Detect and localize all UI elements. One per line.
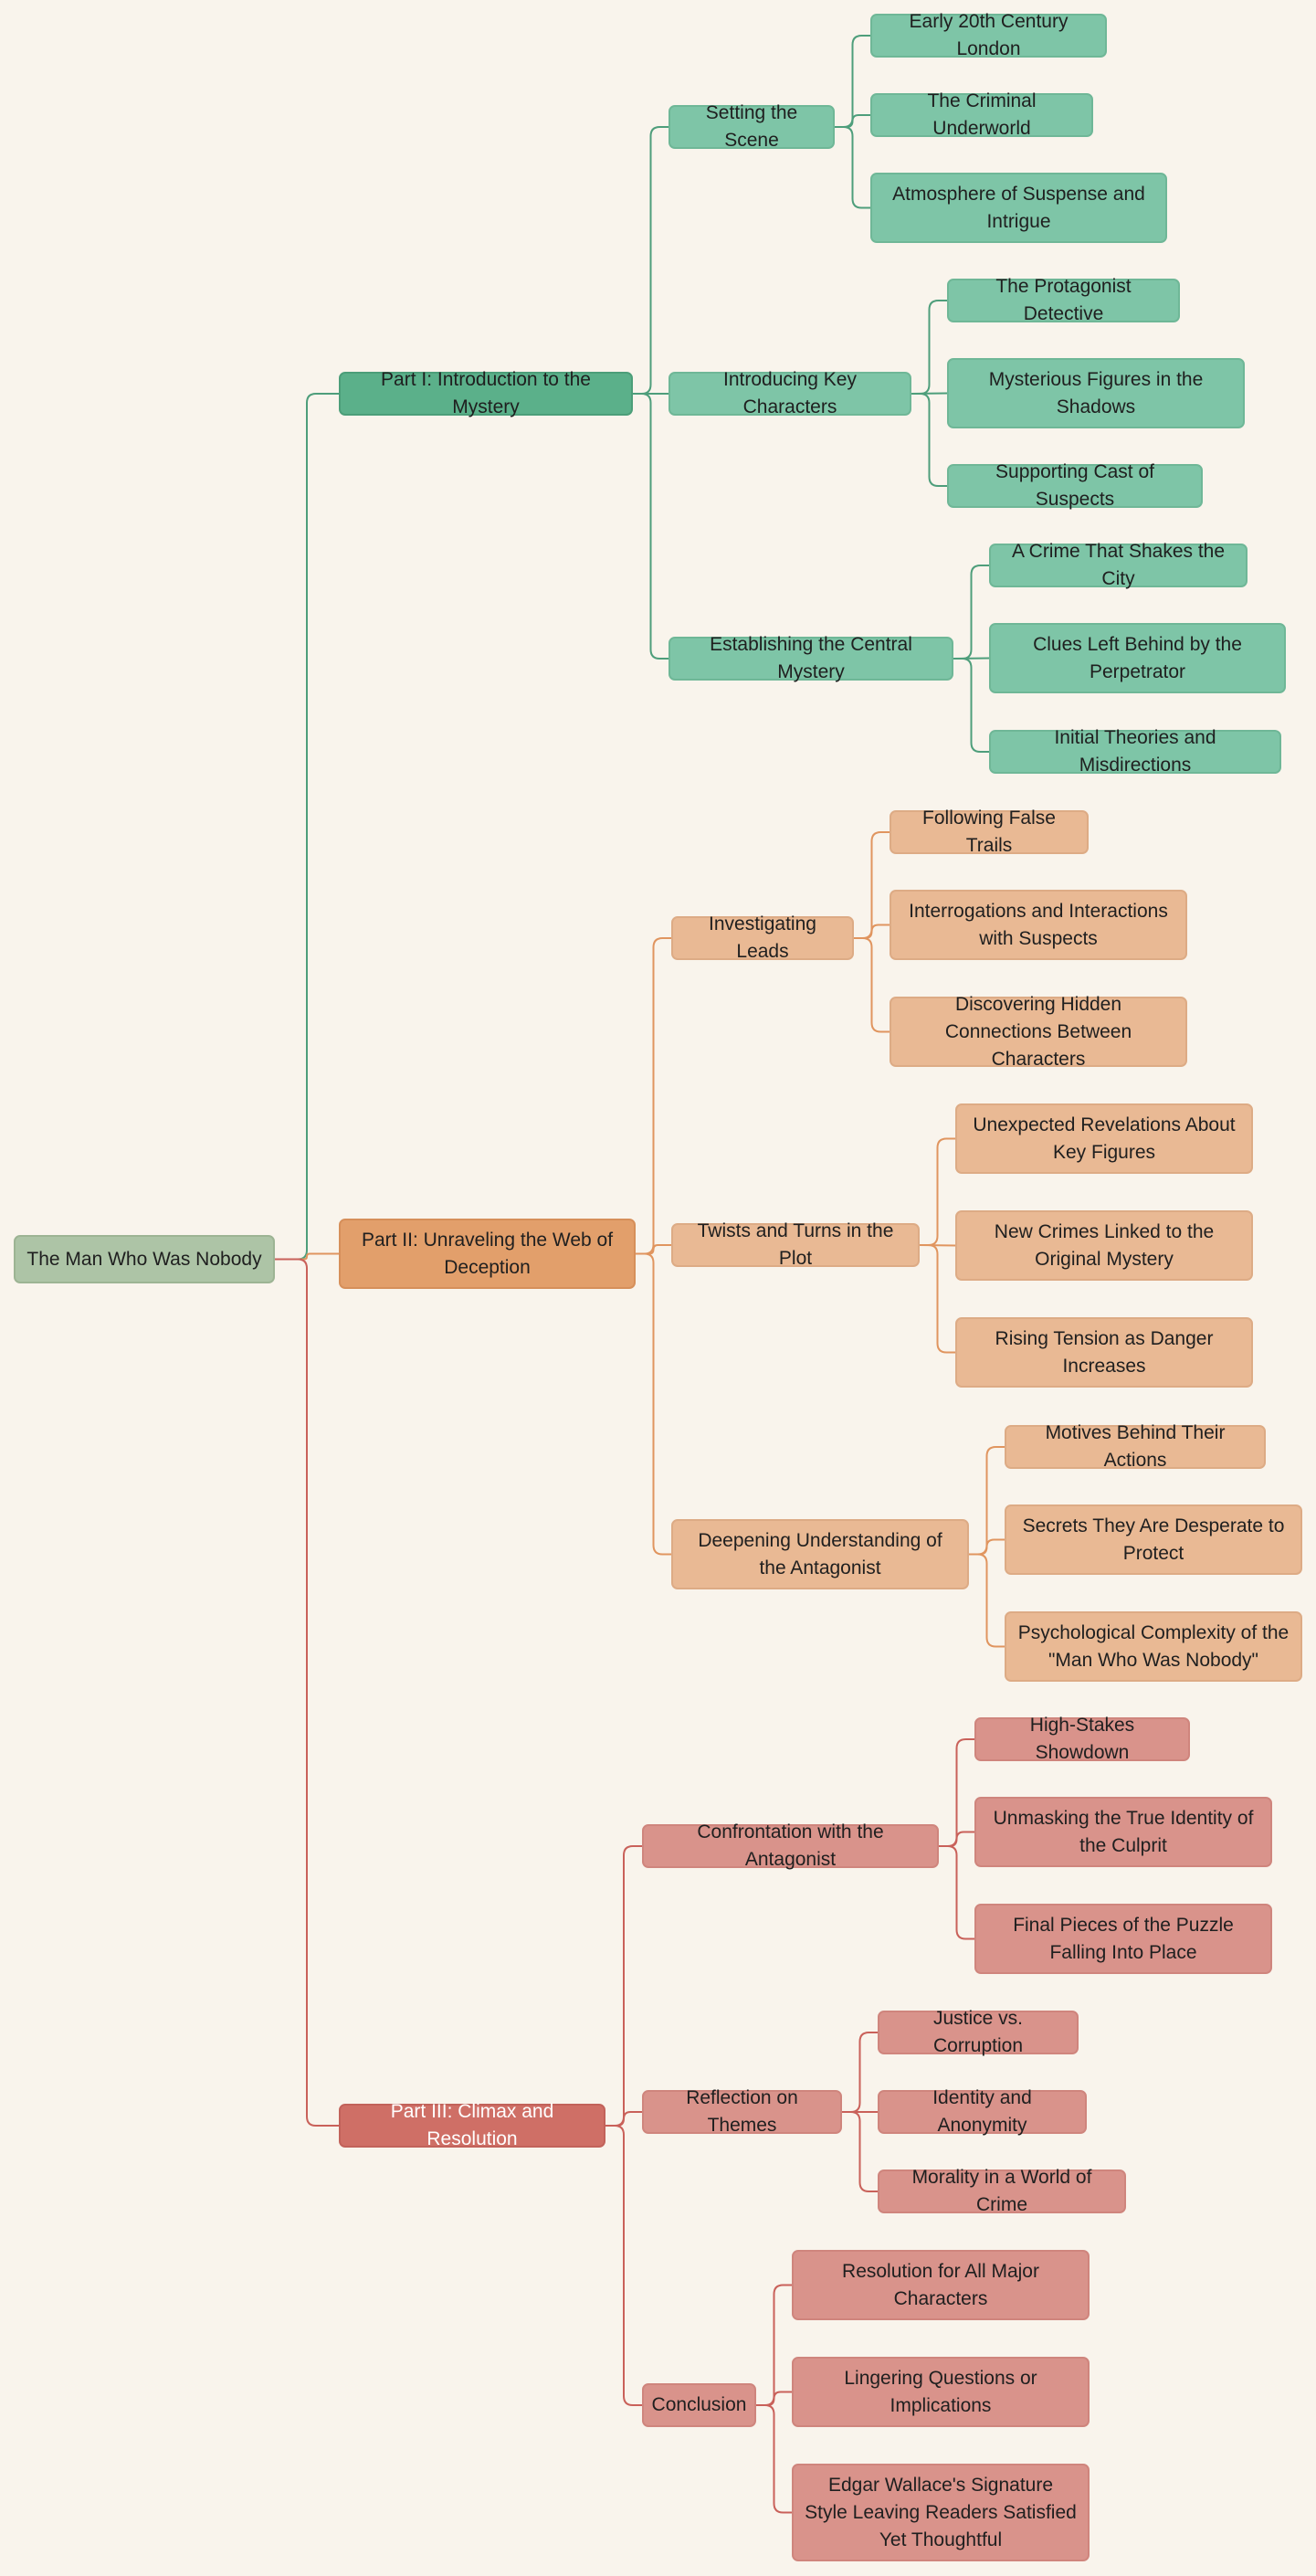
connector-root-part-1 bbox=[275, 1252, 339, 1261]
connector-section-1-2-topic-0 bbox=[969, 1446, 1005, 1556]
connector-section-1-2-topic-2 bbox=[969, 1553, 1005, 1648]
connector-part-1-section-0 bbox=[636, 937, 671, 1255]
connector-section-2-2-topic-2 bbox=[756, 2404, 792, 2514]
connector-root-part-2 bbox=[275, 1258, 339, 2127]
topic-node-motives[interactable]: Motives Behind Their Actions bbox=[1005, 1422, 1266, 1471]
topic-node-psychological-complexity[interactable]: Psychological Complexity of the "Man Who… bbox=[1005, 1611, 1302, 1682]
connector-section-0-0-topic-0 bbox=[835, 35, 870, 128]
topic-node-rising-tension[interactable]: Rising Tension as Danger Increases bbox=[955, 1317, 1253, 1388]
topic-node-atmosphere-of-suspense[interactable]: Atmosphere of Suspense and Intrigue bbox=[870, 173, 1167, 243]
connector-section-2-2-topic-0 bbox=[756, 2284, 792, 2406]
topic-node-protagonist-detective[interactable]: The Protagonist Detective bbox=[947, 276, 1180, 324]
topic-node-identity-anonymity[interactable]: Identity and Anonymity bbox=[878, 2087, 1087, 2136]
connector-section-1-1-topic-0 bbox=[920, 1137, 955, 1246]
connector-section-0-0-topic-1 bbox=[835, 114, 870, 128]
section-node-reflection-on-themes[interactable]: Reflection on Themes bbox=[642, 2087, 842, 2136]
topic-node-unexpected-revelations[interactable]: Unexpected Revelations About Key Figures bbox=[955, 1103, 1253, 1174]
part-node-climax-resolution[interactable]: Part III: Climax and Resolution bbox=[339, 2101, 605, 2149]
connector-section-0-0-topic-2 bbox=[835, 126, 870, 209]
section-node-confrontation[interactable]: Confrontation with the Antagonist bbox=[642, 1821, 939, 1870]
topic-node-final-pieces[interactable]: Final Pieces of the Puzzle Falling Into … bbox=[974, 1904, 1272, 1974]
root-node[interactable]: The Man Who Was Nobody bbox=[14, 1235, 275, 1283]
topic-node-hidden-connections[interactable]: Discovering Hidden Connections Between C… bbox=[890, 994, 1187, 1070]
topic-node-following-false-trails[interactable]: Following False Trails bbox=[890, 808, 1089, 856]
topic-node-criminal-underworld[interactable]: The Criminal Underworld bbox=[870, 90, 1093, 139]
connector-section-1-2-topic-1 bbox=[969, 1538, 1005, 1556]
topic-node-justice-vs-corruption[interactable]: Justice vs. Corruption bbox=[878, 2008, 1079, 2056]
connector-root-part-0 bbox=[275, 393, 339, 1261]
topic-node-supporting-cast[interactable]: Supporting Cast of Suspects bbox=[947, 461, 1203, 510]
connector-section-0-2-topic-2 bbox=[953, 658, 989, 753]
connector-part-2-section-2 bbox=[605, 2125, 642, 2406]
section-node-conclusion[interactable]: Conclusion bbox=[642, 2383, 756, 2427]
connector-section-2-1-topic-2 bbox=[842, 2111, 878, 2192]
section-node-investigating-leads[interactable]: Investigating Leads bbox=[671, 913, 854, 962]
topic-node-new-crimes[interactable]: New Crimes Linked to the Original Myster… bbox=[955, 1210, 1253, 1281]
topic-node-resolution-major-characters[interactable]: Resolution for All Major Characters bbox=[792, 2250, 1090, 2320]
connector-section-0-2-topic-0 bbox=[953, 565, 989, 660]
section-node-deepening-understanding[interactable]: Deepening Understanding of the Antagonis… bbox=[671, 1519, 969, 1589]
connector-section-2-2-topic-1 bbox=[756, 2391, 792, 2406]
section-node-establishing-central-mystery[interactable]: Establishing the Central Mystery bbox=[669, 634, 953, 682]
connector-section-1-1-topic-2 bbox=[920, 1244, 955, 1354]
part-node-unraveling[interactable]: Part II: Unraveling the Web of Deception bbox=[339, 1219, 636, 1289]
connector-section-2-0-topic-0 bbox=[939, 1738, 974, 1847]
connector-part-2-section-0 bbox=[605, 1845, 642, 2127]
connector-part-1-section-2 bbox=[636, 1252, 671, 1556]
topic-node-edgar-wallace-style[interactable]: Edgar Wallace's Signature Style Leaving … bbox=[792, 2464, 1090, 2561]
section-node-twists-and-turns[interactable]: Twists and Turns in the Plot bbox=[671, 1220, 920, 1269]
connector-part-0-section-2 bbox=[633, 393, 669, 660]
topic-node-clues-left-behind[interactable]: Clues Left Behind by the Perpetrator bbox=[989, 623, 1286, 693]
connector-section-2-0-topic-2 bbox=[939, 1845, 974, 1940]
connector-section-2-0-topic-1 bbox=[939, 1831, 974, 1847]
section-node-setting-the-scene[interactable]: Setting the Scene bbox=[669, 102, 835, 151]
connector-section-1-0-topic-0 bbox=[854, 831, 890, 939]
connector-section-1-0-topic-1 bbox=[854, 924, 890, 939]
connector-section-2-1-topic-0 bbox=[842, 2032, 878, 2113]
topic-node-crime-shakes-city[interactable]: A Crime That Shakes the City bbox=[989, 541, 1248, 589]
connector-section-1-0-topic-2 bbox=[854, 937, 890, 1033]
topic-node-mysterious-figures[interactable]: Mysterious Figures in the Shadows bbox=[947, 358, 1245, 428]
connector-section-0-1-topic-2 bbox=[911, 393, 947, 487]
topic-node-high-stakes-showdown[interactable]: High-Stakes Showdown bbox=[974, 1715, 1190, 1763]
topic-node-initial-theories[interactable]: Initial Theories and Misdirections bbox=[989, 727, 1281, 776]
topic-node-early-20th-century-london[interactable]: Early 20th Century London bbox=[870, 11, 1107, 59]
connector-part-2-section-1 bbox=[605, 2111, 642, 2127]
topic-node-interrogations[interactable]: Interrogations and Interactions with Sus… bbox=[890, 890, 1187, 960]
connector-part-0-section-0 bbox=[633, 126, 669, 395]
topic-node-lingering-questions[interactable]: Lingering Questions or Implications bbox=[792, 2357, 1090, 2427]
connector-part-1-section-1 bbox=[636, 1244, 671, 1255]
topic-node-unmasking-identity[interactable]: Unmasking the True Identity of the Culpr… bbox=[974, 1797, 1272, 1867]
topic-node-secrets[interactable]: Secrets They Are Desperate to Protect bbox=[1005, 1504, 1302, 1575]
part-node-introduction[interactable]: Part I: Introduction to the Mystery bbox=[339, 369, 633, 417]
connector-section-0-1-topic-0 bbox=[911, 300, 947, 395]
section-node-introducing-key-characters[interactable]: Introducing Key Characters bbox=[669, 369, 911, 417]
topic-node-morality[interactable]: Morality in a World of Crime bbox=[878, 2167, 1126, 2215]
